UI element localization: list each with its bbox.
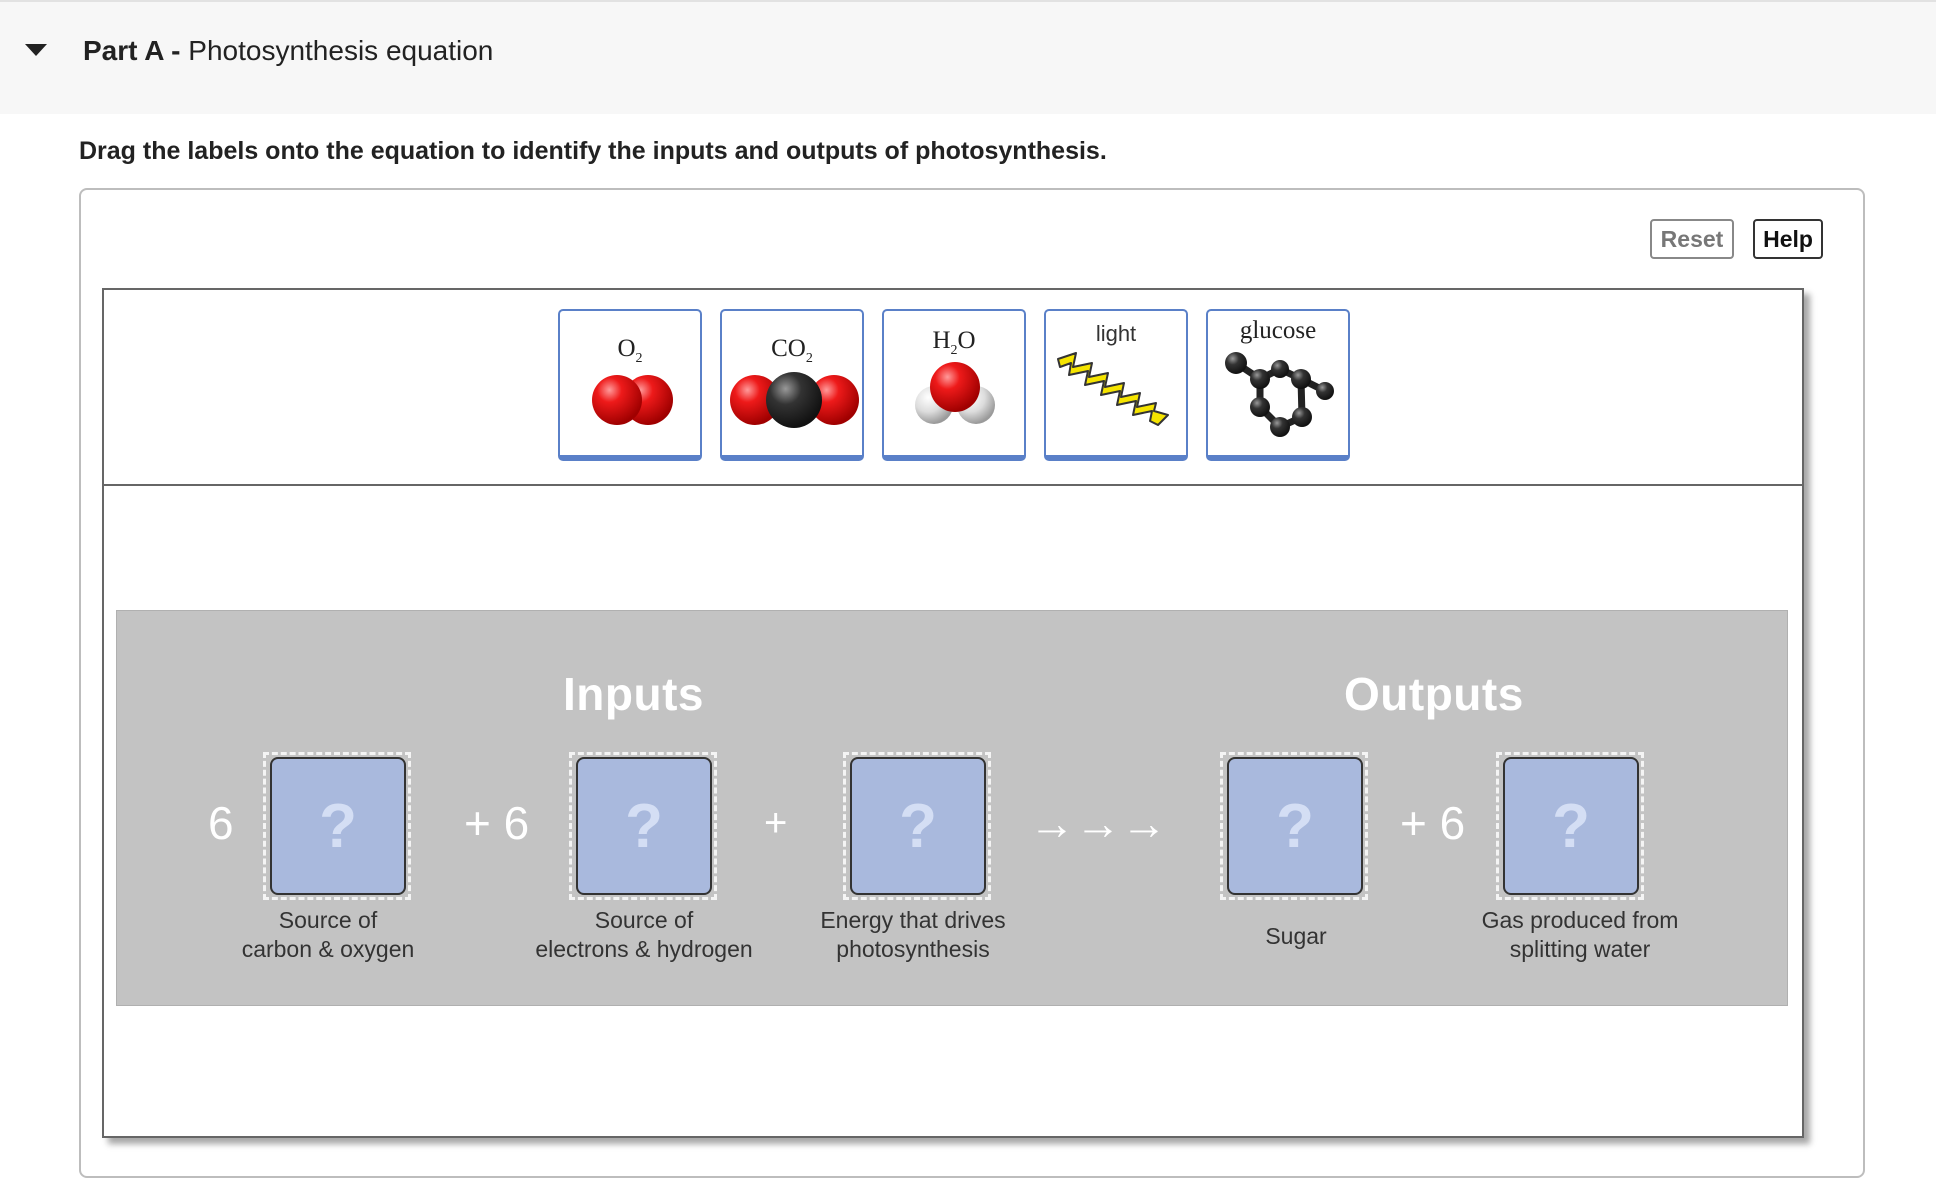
tray-divider	[104, 484, 1802, 486]
drop-target-2[interactable]: ?	[569, 752, 717, 900]
label-tile-glucose[interactable]: glucose	[1206, 309, 1350, 461]
drop-target-5[interactable]: ?	[1496, 752, 1644, 900]
oxygen-molecule-icon	[592, 375, 673, 425]
tile-formula: H2O	[932, 327, 976, 358]
drop-zone-placeholder[interactable]: ?	[576, 757, 712, 895]
outputs-heading: Outputs	[1344, 668, 1524, 720]
tile-label: glucose	[1239, 317, 1317, 344]
part-name: Part A -	[83, 35, 181, 66]
carbon-dioxide-molecule-icon	[730, 372, 859, 428]
tile-formula: O2	[617, 335, 643, 366]
part-header: Part A - Photosynthesis equation	[0, 0, 1936, 114]
part-title: Part A - Photosynthesis equation	[83, 34, 493, 68]
help-button[interactable]: Help	[1753, 219, 1823, 259]
coefficient-6: 6	[208, 797, 234, 849]
drop-target-1[interactable]: ?	[263, 752, 411, 900]
part-subtitle: Photosynthesis equation	[188, 35, 494, 66]
drop-zone-placeholder[interactable]: ?	[1503, 757, 1639, 895]
label-tile-o2[interactable]: O2	[558, 309, 702, 461]
light-lightning-icon	[1057, 352, 1169, 426]
label-tile-co2[interactable]: CO2	[720, 309, 864, 461]
drop-zone-placeholder[interactable]: ?	[1227, 757, 1363, 895]
drop-zone-placeholder[interactable]: ?	[270, 757, 406, 895]
label-tile-light[interactable]: light	[1044, 309, 1188, 461]
plus-coefficient-6: + 6	[1400, 797, 1466, 849]
label-tile-h2o[interactable]: H2O	[882, 309, 1026, 461]
glucose-ring-icon	[1225, 352, 1334, 437]
plus-coefficient-6: + 6	[464, 797, 530, 849]
drop-zone-placeholder[interactable]: ?	[850, 757, 986, 895]
drop-target-4[interactable]: ?	[1220, 752, 1368, 900]
water-molecule-icon	[915, 362, 995, 424]
drop-target-3[interactable]: ?	[843, 752, 991, 900]
tile-formula: CO2	[771, 335, 813, 366]
collapse-triangle-icon[interactable]	[25, 44, 47, 56]
instructions-text: Drag the labels onto the equation to ide…	[79, 137, 1107, 165]
plus-sign: +	[764, 801, 788, 845]
reaction-arrows: →→→	[1029, 797, 1167, 849]
inputs-heading: Inputs	[563, 668, 704, 720]
description-sugar: Sugar	[1265, 923, 1327, 949]
tile-label: light	[1095, 321, 1137, 346]
reset-button[interactable]: Reset	[1650, 219, 1734, 259]
